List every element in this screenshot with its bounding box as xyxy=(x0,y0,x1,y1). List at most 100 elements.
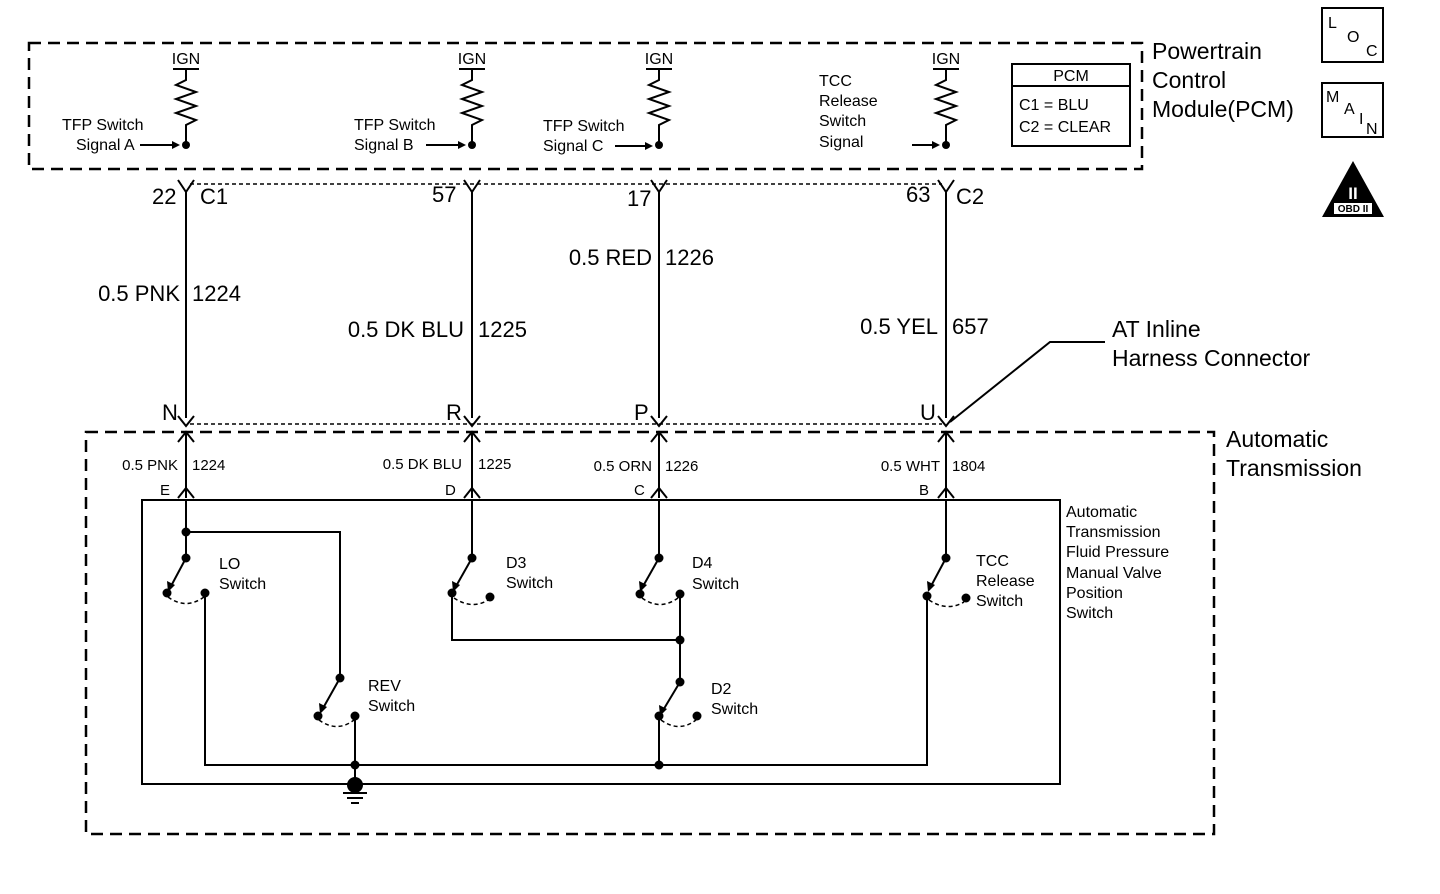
signal-tcc-line-4: Signal xyxy=(819,134,863,151)
wire-label-1225: 0.5 DK BLU 1225 xyxy=(348,317,527,342)
ign-label-b: IGN xyxy=(458,51,486,68)
main-letter-m: M xyxy=(1326,89,1339,106)
signal-tcc: TCC Release Switch Signal xyxy=(819,73,940,151)
signal-b-line-2: Signal B xyxy=(354,137,414,154)
tcc-switch-label-3: Switch xyxy=(976,593,1023,610)
d4-switch-label-2: Switch xyxy=(692,576,739,593)
pullup-c: IGN xyxy=(645,51,673,149)
d3-d4-link xyxy=(451,597,680,641)
lo-switch: LO Switch xyxy=(162,500,341,676)
lo-switch-label-1: LO xyxy=(219,556,240,573)
pcm-legend-title: PCM xyxy=(1053,68,1089,85)
wire-circuit: 1225 xyxy=(478,317,527,342)
wire-circuit: 657 xyxy=(952,314,989,339)
trans-wire-label-e: 0.5 PNK 1224 E xyxy=(122,457,225,499)
wire-color: 0.5 YEL xyxy=(860,314,938,339)
wire-circuit: 1224 xyxy=(192,457,225,474)
wire-circuit: 1225 xyxy=(478,456,511,473)
pin-number: 17 xyxy=(627,186,651,211)
tcc-switch-label-1: TCC xyxy=(976,553,1009,570)
wire-color: 0.5 DK BLU xyxy=(383,456,462,473)
main-icon: M A I N xyxy=(1321,82,1384,138)
wire-color: 0.5 DK BLU xyxy=(348,317,464,342)
d3-switch-label-1: D3 xyxy=(506,555,527,572)
loc-letter-o: O xyxy=(1347,29,1359,46)
wire-color: 0.5 RED xyxy=(569,245,652,270)
loc-letter-c: C xyxy=(1366,43,1378,60)
transmission-title-line-2: Transmission xyxy=(1226,455,1362,481)
d4-switch: D4 Switch xyxy=(635,500,739,606)
trans-wire-label-c: 0.5 ORN 1226 C xyxy=(594,458,699,499)
obd-caption: OBD II xyxy=(1338,204,1369,215)
ground-icon xyxy=(343,792,367,804)
wire-color: 0.5 PNK xyxy=(98,281,180,306)
pcm-legend-c2: C2 = CLEAR xyxy=(1019,119,1111,136)
wire-label-1226: 0.5 RED 1226 xyxy=(569,245,714,270)
wire-label-1224: 0.5 PNK 1224 xyxy=(98,281,241,306)
signal-tcc-line-1: TCC xyxy=(819,73,852,90)
pcm-pin-22: 22 C1 xyxy=(152,179,228,209)
assembly-line-1: Automatic xyxy=(1066,504,1137,521)
loc-icon: L O C xyxy=(1321,7,1384,63)
wire-color: 0.5 WHT xyxy=(881,458,940,475)
ign-label-a: IGN xyxy=(172,51,200,68)
ign-label-c: IGN xyxy=(645,51,673,68)
pullup-a: IGN xyxy=(172,51,200,149)
d4-switch-label-1: D4 xyxy=(692,555,713,572)
main-letter-i: I xyxy=(1359,111,1363,128)
obd-numeral: II xyxy=(1348,184,1357,203)
ign-label-tcc: IGN xyxy=(932,51,960,68)
assembly-line-2: Transmission xyxy=(1066,524,1161,541)
main-letter-a: A xyxy=(1344,101,1355,118)
pin-letter: C xyxy=(634,482,645,499)
pcm-legend-c1: C1 = BLU xyxy=(1019,97,1089,114)
pin-letter: B xyxy=(919,482,929,499)
transmission-title-line-1: Automatic xyxy=(1226,426,1328,452)
pin-letter: N xyxy=(162,400,178,425)
wire-circuit: 1804 xyxy=(952,458,985,475)
connector-id: C1 xyxy=(200,184,228,209)
wire-color: 0.5 PNK xyxy=(122,457,178,474)
wire-circuit: 1224 xyxy=(192,281,241,306)
pin-letter: U xyxy=(920,400,936,425)
transmission-boundary xyxy=(84,430,1216,836)
wire-circuit: 1226 xyxy=(665,245,714,270)
assembly-line-6: Switch xyxy=(1066,605,1113,622)
pin-letter: P xyxy=(634,400,649,425)
inline-pin-U: U xyxy=(920,400,955,443)
inline-label-line-1: AT Inline xyxy=(1112,316,1201,342)
rev-switch-label-1: REV xyxy=(368,678,401,695)
pin-number: 57 xyxy=(432,182,456,207)
main-letter-n: N xyxy=(1366,121,1378,138)
trans-wire-label-d: 0.5 DK BLU 1225 D xyxy=(383,456,512,499)
d2-switch-label-1: D2 xyxy=(711,681,732,698)
obd-ii-icon: II OBD II xyxy=(1322,161,1384,217)
pcm-connector-legend: PCM C1 = BLU C2 = CLEAR xyxy=(1011,63,1131,147)
pcm-pin-63: 63 C2 xyxy=(906,179,984,209)
signal-b: TFP Switch Signal B xyxy=(354,117,466,154)
pcm-title-line-1: Powertrain xyxy=(1152,38,1262,64)
pin-letter: E xyxy=(160,482,170,499)
signal-tcc-line-3: Switch xyxy=(819,113,866,130)
pullup-tcc: IGN xyxy=(932,51,960,149)
signal-a-line-2: Signal A xyxy=(76,137,135,154)
pin-number: 63 xyxy=(906,182,930,207)
rev-switch-label-2: Switch xyxy=(368,698,415,715)
switch-assembly-label: Automatic Transmission Fluid Pressure Ma… xyxy=(1066,504,1169,622)
tcc-release-switch: TCC Release Switch xyxy=(922,500,1035,610)
inline-connector-label: AT Inline Harness Connector xyxy=(949,316,1310,423)
wire-color: 0.5 ORN xyxy=(594,458,652,475)
ground-bus xyxy=(204,593,928,793)
d3-switch: D3 Switch xyxy=(447,500,553,606)
inline-label-line-2: Harness Connector xyxy=(1112,345,1310,371)
assembly-line-5: Position xyxy=(1066,585,1123,602)
assembly-line-4: Manual Valve xyxy=(1066,565,1162,582)
inline-pin-N: N xyxy=(162,400,195,443)
assembly-line-3: Fluid Pressure xyxy=(1066,544,1169,561)
signal-a: TFP Switch Signal A xyxy=(62,117,180,154)
pin-letter: D xyxy=(445,482,456,499)
pcm-title-line-3: Module(PCM) xyxy=(1152,96,1294,122)
signal-b-line-1: TFP Switch xyxy=(354,117,436,134)
pcm-pin-17: 17 xyxy=(627,179,668,211)
